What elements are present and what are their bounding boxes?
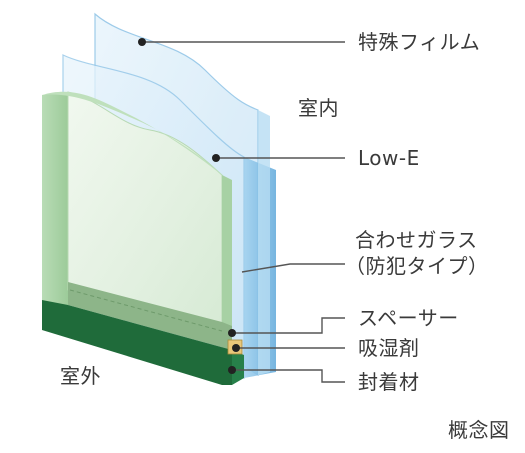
leader-lines — [142, 41, 345, 383]
leader-dots — [138, 38, 240, 374]
leader-spacer — [232, 317, 345, 334]
label-sealant: 封着材 — [358, 370, 420, 394]
label-outdoor: 室外 — [60, 364, 101, 388]
film-pane-edge — [258, 110, 270, 375]
outer-glass-edge — [42, 92, 68, 330]
label-indoor: 室内 — [298, 96, 339, 120]
sealant-band-side — [232, 350, 244, 385]
spacer-strip — [68, 282, 232, 350]
leader-sealant — [232, 369, 345, 383]
label-special-film: 特殊フィルム — [358, 30, 481, 54]
spacer-dashes — [69, 289, 223, 332]
leader-laminated-glass — [241, 263, 345, 273]
label-spacer: スペーサー — [358, 306, 459, 330]
label-laminated-glass: 合わせガラス — [355, 228, 478, 252]
sealant-band — [42, 300, 232, 385]
label-low-e: Low-E — [358, 146, 420, 170]
label-desiccant: 吸湿剤 — [358, 336, 420, 360]
label-laminated-glass-type: （防犯タイプ） — [345, 254, 489, 278]
label-diagram-note: 概念図 — [448, 418, 510, 442]
